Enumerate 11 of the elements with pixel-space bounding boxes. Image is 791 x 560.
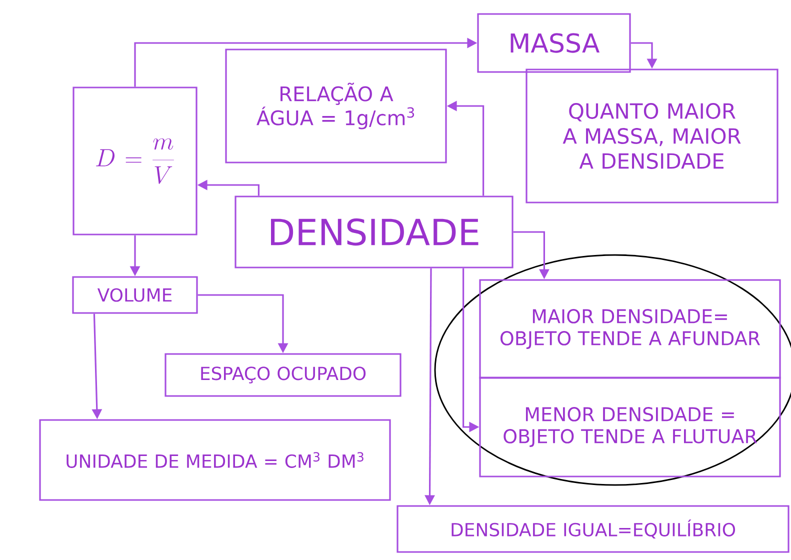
concept-box: MASSA [477, 13, 631, 73]
concept-box: VOLUME [72, 276, 198, 314]
concept-box: RELAÇÃO A ÁGUA = 1g/cm$^{3}$ [225, 48, 447, 164]
concept-box: $D=\frac{m}{V}$ [72, 86, 198, 236]
concept-box: UNIDADE DE MEDIDA = CM$^{3}$ DM$^{3}$ [39, 419, 391, 501]
concept-box: MAIOR DENSIDADE= OBJETO TENDE A AFUNDAR [479, 279, 781, 379]
concept-box: MENOR DENSIDADE = OBJETO TENDE A FLUTUAR [479, 376, 781, 478]
concept-box: ESPAÇO OCUPADO [164, 353, 402, 397]
concept-box: QUANTO MAIOR A MASSA, MAIOR A DENSIDADE [526, 68, 778, 204]
concept-box: DENSIDADE [234, 196, 514, 268]
concept-box: DENSIDADE IGUAL=EQUILÍBRIO [396, 505, 790, 553]
